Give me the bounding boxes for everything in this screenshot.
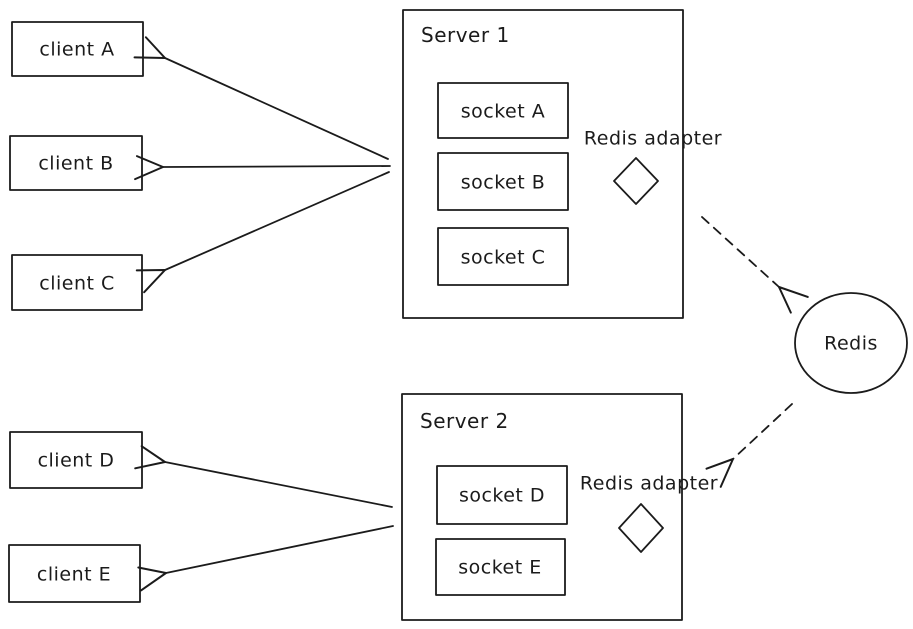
redis-label: Redis xyxy=(824,333,878,355)
redis-adapter-1-diamond xyxy=(613,157,659,205)
server-1-box xyxy=(402,9,684,319)
redis-adapter-2-diamond xyxy=(618,503,664,553)
server-2-box xyxy=(401,393,683,621)
arrow-server1-to-client-a xyxy=(133,36,389,160)
redis-adapter-1-label: Redis adapter xyxy=(584,128,722,150)
dashed-arrow-adapter1-to-redis xyxy=(701,216,809,314)
redis-circle xyxy=(794,292,908,394)
dashed-arrow-redis-to-adapter2 xyxy=(705,403,793,488)
socket-a-box xyxy=(437,82,569,139)
socket-d-label: socket D xyxy=(459,485,545,507)
arrow-server1-to-client-c xyxy=(135,171,390,294)
socket-d-box xyxy=(436,465,568,525)
shapes-layer xyxy=(8,9,908,621)
socket-b-box xyxy=(437,152,569,211)
arrow-server2-to-client-e xyxy=(137,525,394,592)
socket-e-box xyxy=(435,538,566,596)
labels-layer: client A client B client C client D clie… xyxy=(37,23,878,586)
arrow-server1-to-client-b xyxy=(134,155,391,181)
redis-adapter-2-label: Redis adapter xyxy=(580,473,718,495)
client-e-label: client E xyxy=(37,564,111,586)
socket-c-box xyxy=(437,227,569,286)
socket-b-label: socket B xyxy=(461,172,546,194)
server-2-title: Server 2 xyxy=(420,409,509,433)
client-a-label: client A xyxy=(39,39,114,61)
server-1-title: Server 1 xyxy=(421,23,510,47)
client-b-label: client B xyxy=(38,153,113,175)
socket-e-label: socket E xyxy=(458,557,541,579)
client-c-label: client C xyxy=(39,273,115,295)
arrow-server2-to-client-d xyxy=(134,445,393,508)
socket-a-label: socket A xyxy=(461,101,545,123)
socket-c-label: socket C xyxy=(461,247,546,269)
client-d-label: client D xyxy=(38,450,115,472)
